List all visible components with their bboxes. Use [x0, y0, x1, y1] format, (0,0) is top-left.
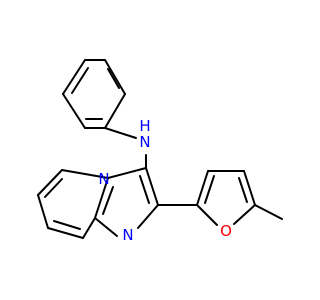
bond [37, 169, 63, 196]
bond [44, 178, 63, 198]
nitrogen-amine-label: N [139, 133, 150, 151]
bond [107, 167, 147, 179]
bond [254, 204, 283, 220]
bond [82, 217, 96, 239]
bond [238, 177, 248, 203]
bond [233, 204, 256, 225]
molecule-canvas: N H N N O [37, 59, 283, 244]
bond [104, 93, 126, 129]
bond [243, 170, 256, 206]
bond [37, 194, 49, 229]
bond [53, 220, 81, 230]
bond [196, 204, 218, 226]
bond [145, 167, 159, 206]
bond [196, 170, 209, 206]
bond [104, 127, 137, 139]
bond [104, 59, 126, 95]
bond [139, 175, 150, 204]
bond [204, 175, 215, 204]
bond [102, 186, 114, 215]
oxygen-furan-label: O [220, 222, 232, 240]
bond [71, 67, 89, 94]
nitrogen-bridgehead-label: N [98, 170, 109, 188]
bond [47, 227, 84, 239]
bond [94, 177, 109, 219]
bond [62, 59, 86, 95]
bond [94, 217, 118, 237]
molecule-structure: N H N N O [37, 59, 283, 244]
bond [62, 93, 86, 129]
bond [107, 68, 120, 89]
bond [61, 169, 109, 179]
hydrogen-amine-label: H [139, 117, 150, 135]
bond [137, 204, 159, 229]
nitrogen-ring-label: N [122, 226, 133, 244]
